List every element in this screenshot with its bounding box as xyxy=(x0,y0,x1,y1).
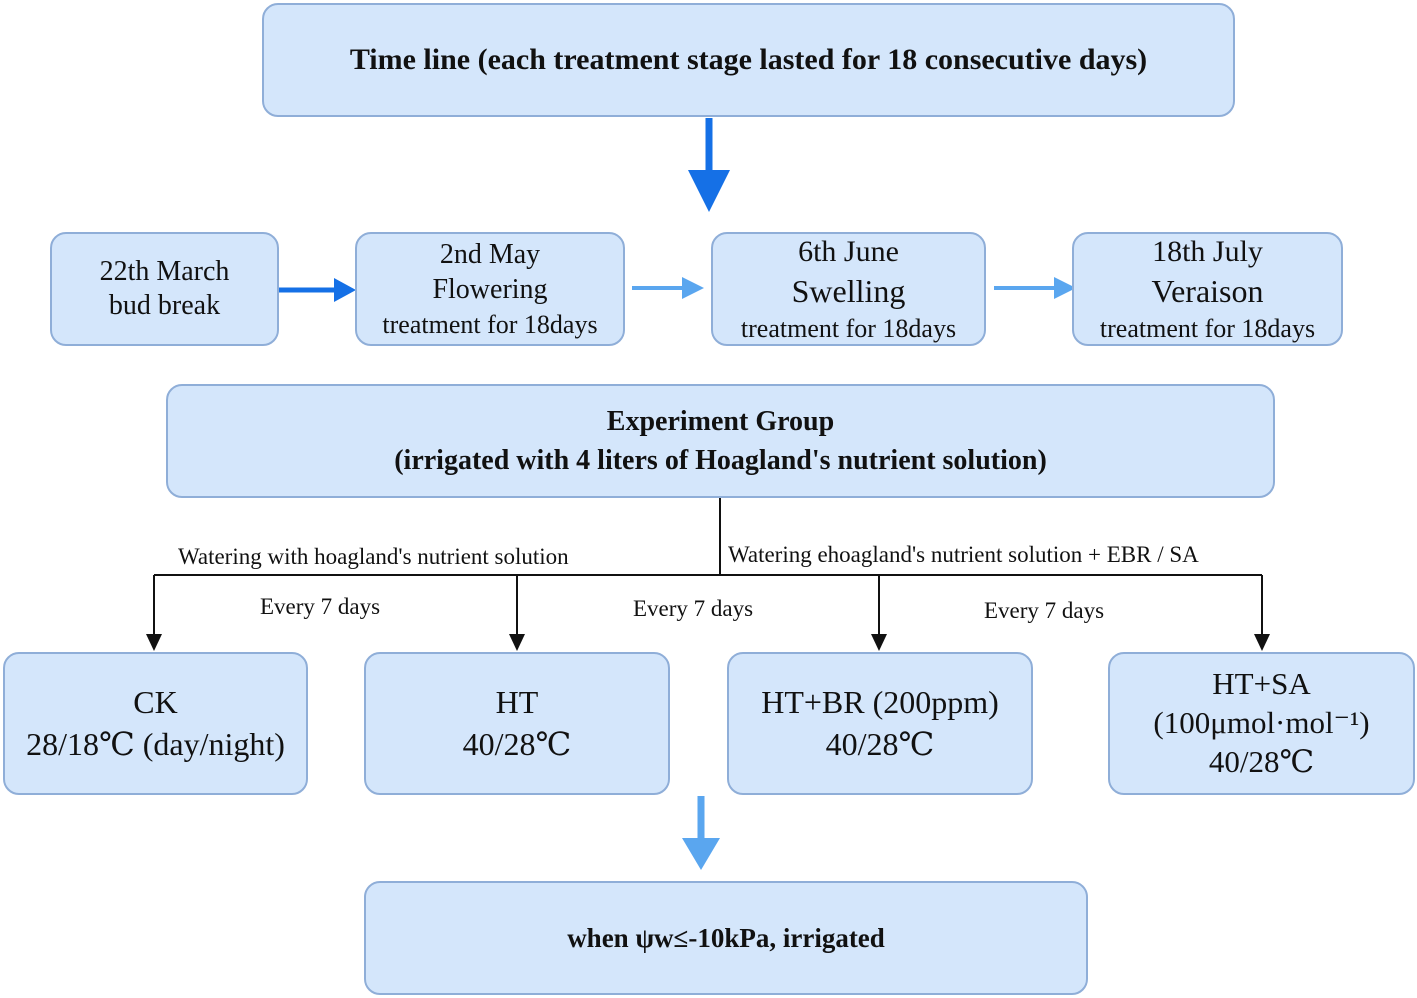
treatment-name: HT+BR (200ppm) xyxy=(761,683,999,720)
stage-name: Swelling xyxy=(791,272,906,309)
treatment-name: CK xyxy=(133,683,178,720)
stage-name: Veraison xyxy=(1151,272,1264,309)
stage-swelling: 6th June Swelling treatment for 18days xyxy=(711,232,986,346)
irrigation-down-arrow xyxy=(682,796,720,870)
treatment-concentration: (100μmol·mol⁻¹) xyxy=(1153,705,1370,741)
stage-date: 22th March xyxy=(99,255,230,287)
treatment-ck: CK 28/18℃ (day/night) xyxy=(3,652,308,795)
experiment-subtitle: (irrigated with 4 liters of Hoagland's n… xyxy=(394,445,1047,476)
interval-label-2: Every 7 days xyxy=(633,596,754,621)
branch-label-right: Watering ehoagland's nutrient solution +… xyxy=(728,542,1199,567)
treatment-temperature: 40/28℃ xyxy=(825,725,935,762)
stage-arrow-1 xyxy=(279,278,356,302)
experiment-title: Experiment Group xyxy=(606,405,835,437)
stage-flowering: 2nd May Flowering treatment for 18days xyxy=(355,232,625,346)
timeline-title-box: Time line (each treatment stage lasted f… xyxy=(262,3,1235,117)
stage-date: 2nd May xyxy=(439,238,541,270)
stage-veraison: 18th July Veraison treatment for 18days xyxy=(1072,232,1343,346)
stage-arrow-2 xyxy=(632,277,704,299)
irrigation-rule-box: when ψw≤-10kPa, irrigated xyxy=(364,881,1088,995)
treatment-temperature: 28/18℃ (day/night) xyxy=(26,725,285,762)
stage-date: 6th June xyxy=(798,234,899,268)
interval-label-1: Every 7 days xyxy=(260,594,381,619)
branch-arrowheads xyxy=(146,634,1270,651)
stage-treatment: treatment for 18days xyxy=(382,310,598,340)
stage-name: Flowering xyxy=(432,274,548,306)
stage-bud-break: 22th March bud break xyxy=(50,232,279,346)
stage-treatment: treatment for 18days xyxy=(1099,314,1316,344)
stage-treatment: treatment for 18days xyxy=(740,314,957,344)
interval-label-3: Every 7 days xyxy=(984,598,1105,623)
stage-name: bud break xyxy=(108,290,221,321)
branch-tree xyxy=(153,498,1263,638)
stage-arrow-3 xyxy=(994,277,1076,299)
treatment-ht: HT 40/28℃ xyxy=(364,652,670,795)
stage-date: 18th July xyxy=(1152,234,1263,268)
timeline-down-arrow xyxy=(688,118,730,212)
timeline-title: Time line (each treatment stage lasted f… xyxy=(349,42,1148,76)
treatment-temperature: 40/28℃ xyxy=(1208,743,1315,779)
treatment-ht-br: HT+BR (200ppm) 40/28℃ xyxy=(727,652,1033,795)
treatment-name: HT+SA xyxy=(1212,666,1311,702)
treatment-name: HT xyxy=(495,683,539,720)
experiment-group-box: Experiment Group (irrigated with 4 liter… xyxy=(166,384,1275,498)
irrigation-rule: when ψw≤-10kPa, irrigated xyxy=(567,922,885,953)
branch-label-left: Watering with hoagland's nutrient soluti… xyxy=(178,544,569,569)
treatment-ht-sa: HT+SA (100μmol·mol⁻¹) 40/28℃ xyxy=(1108,652,1415,795)
treatment-temperature: 40/28℃ xyxy=(462,725,572,762)
